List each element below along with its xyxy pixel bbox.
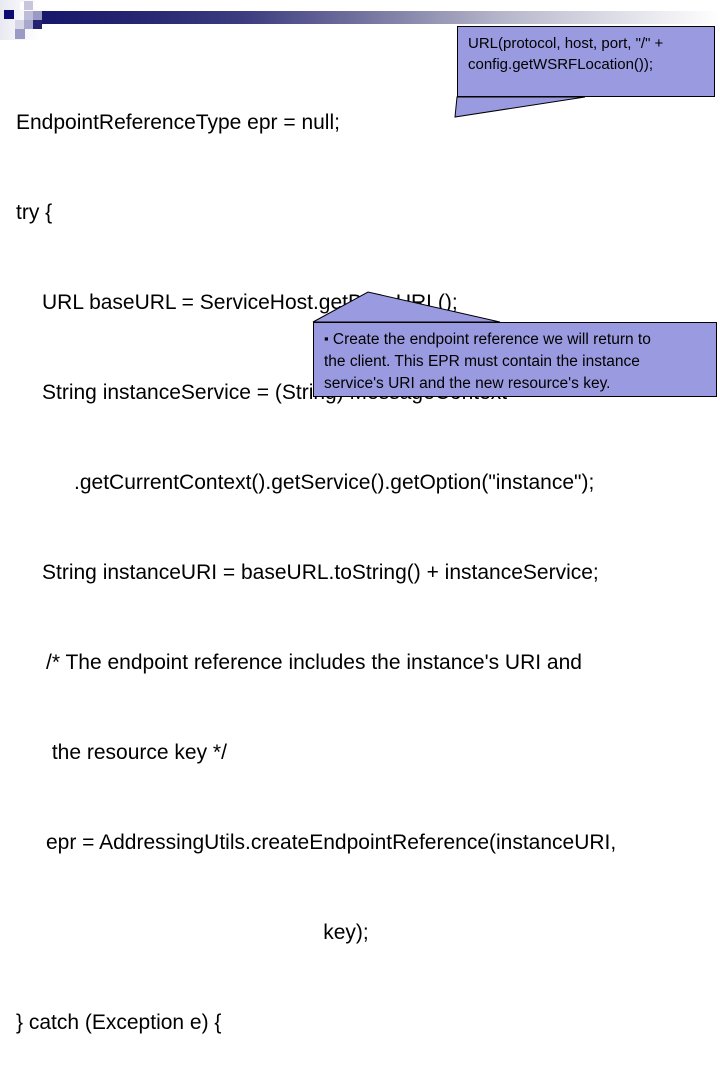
code-line-5: .getCurrentContext().getService().getOpt… bbox=[74, 471, 595, 494]
banner-square-3 bbox=[24, 1, 33, 10]
code-line-7: /* The endpoint reference includes the i… bbox=[46, 651, 582, 674]
banner-square-8 bbox=[33, 20, 42, 29]
banner-square-4 bbox=[24, 11, 33, 20]
epr-callout-line-3: service's URI and the new resource's key… bbox=[324, 375, 611, 392]
code-line-1: EndpointReferenceType epr = null; bbox=[16, 111, 340, 134]
code-line-3: URL baseURL = ServiceHost.getBaseURL(); bbox=[42, 291, 458, 314]
epr-callout-line-1: ▪ Create the endpoint reference we will … bbox=[324, 328, 708, 351]
url-callout-box[interactable]: URL(protocol, host, port, "/" + config.g… bbox=[457, 26, 715, 97]
code-line-10: key); bbox=[323, 921, 369, 944]
slide-header-banner bbox=[0, 0, 720, 46]
code-line-8: the resource key */ bbox=[46, 741, 227, 764]
code-line-6: String instanceURI = baseURL.toString() … bbox=[42, 561, 599, 584]
epr-callout-line-1-text: Create the endpoint reference we will re… bbox=[332, 331, 651, 348]
url-callout-line-1: URL(protocol, host, port, "/" + bbox=[468, 35, 664, 52]
banner-square-1 bbox=[4, 10, 14, 19]
banner-square-6 bbox=[15, 20, 24, 29]
bullet-icon: ▪ bbox=[324, 331, 329, 346]
code-line-11: } catch (Exception e) { bbox=[16, 1011, 222, 1034]
url-callout-line-2: config.getWSRFLocation()); bbox=[468, 56, 654, 73]
banner-square-9 bbox=[15, 29, 25, 39]
code-line-9: epr = AddressingUtils.createEndpointRefe… bbox=[46, 831, 617, 854]
epr-callout-box[interactable]: ▪ Create the endpoint reference we will … bbox=[313, 322, 717, 397]
banner-square-7 bbox=[24, 20, 33, 29]
code-line-2: try { bbox=[16, 201, 53, 224]
code-text-block: EndpointReferenceType epr = null; try { … bbox=[0, 48, 720, 1080]
banner-square-5 bbox=[33, 11, 42, 20]
banner-gradient-bar bbox=[40, 11, 720, 24]
epr-callout-line-2: the client. This EPR must contain the in… bbox=[324, 353, 640, 370]
